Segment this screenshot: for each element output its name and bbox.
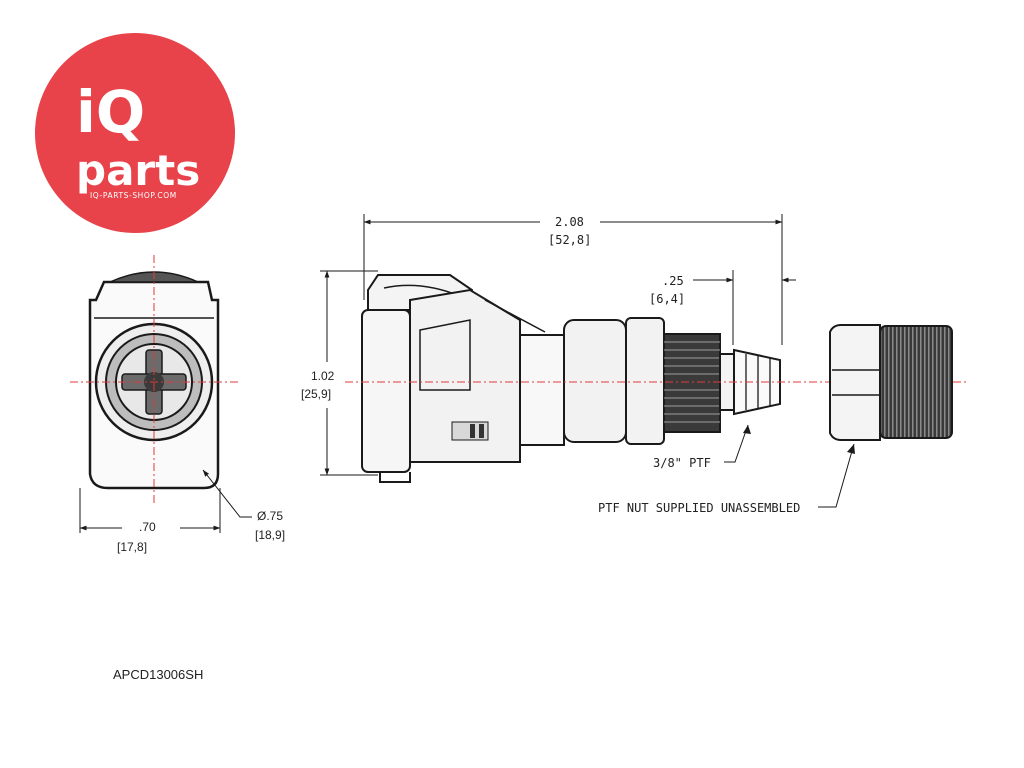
brand-logo: iQ parts IQ-PARTS-SHOP.COM — [35, 33, 235, 233]
nut-hex — [829, 324, 881, 441]
logo-url: IQ-PARTS-SHOP.COM — [90, 191, 177, 200]
front-width-mm: [17,8] — [117, 540, 147, 554]
barb-mm: [6,4] — [649, 292, 685, 306]
height-inch: 1.02 — [311, 369, 335, 383]
part-code: APCD13006SH — [113, 667, 204, 682]
side-shoulder — [563, 319, 627, 443]
thread-leader — [724, 424, 749, 463]
nut-label: PTF NUT SUPPLIED UNASSEMBLED — [598, 501, 800, 515]
side-embossed-marking — [451, 421, 489, 441]
side-hex — [625, 317, 665, 445]
front-width-inch: .70 — [139, 520, 156, 534]
logo-circle — [35, 33, 235, 233]
logo-mark: iQ — [76, 78, 145, 146]
side-view: 2.08 [52,8] 1.02 [25,9] .25 [6,4] — [301, 214, 968, 515]
front-view: .70 [17,8] Ø.75 [18,9] — [70, 255, 285, 554]
front-diameter-inch: Ø.75 — [257, 509, 283, 523]
height-mm: [25,9] — [301, 387, 331, 401]
side-face-flange — [361, 309, 411, 473]
diameter-leader — [202, 469, 252, 518]
nut-leader — [818, 443, 855, 508]
length-inch: 2.08 — [555, 215, 584, 229]
side-neck — [519, 334, 565, 446]
barb-inch: .25 — [662, 274, 684, 288]
side-thread — [663, 333, 721, 433]
thread-label: 3/8" PTF — [653, 456, 711, 470]
length-mm: [52,8] — [548, 233, 591, 247]
nut-knurl — [879, 325, 953, 439]
front-diameter-mm: [18,9] — [255, 528, 285, 542]
logo-word: parts — [76, 146, 200, 195]
ptf-nut — [829, 324, 953, 441]
